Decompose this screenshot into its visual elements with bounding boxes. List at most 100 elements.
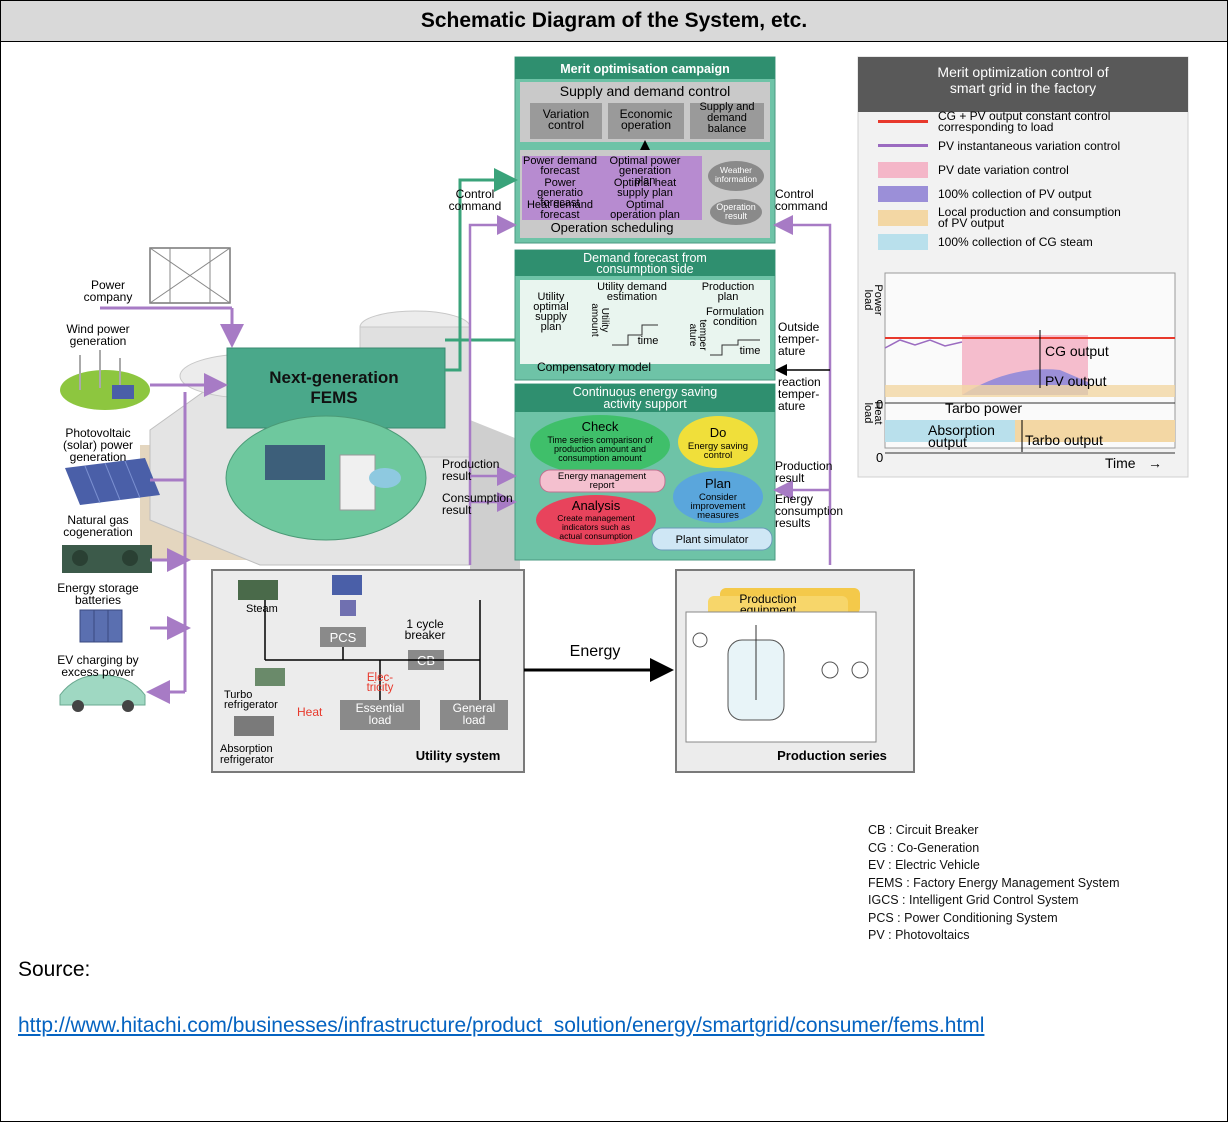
cogeneration-icon — [62, 545, 152, 573]
legend-swatch — [878, 234, 928, 250]
source-connectors — [100, 306, 244, 704]
legend-item: PV instantaneous variation control — [878, 139, 1120, 153]
ev-car-icon — [59, 674, 146, 712]
util-amt-label: Utilityamount — [589, 303, 610, 337]
power-tower-icon — [149, 247, 231, 304]
zero1-label: 0 — [876, 397, 883, 412]
temper-label: temperature — [687, 319, 708, 351]
svg-text:→: → — [1148, 455, 1162, 471]
plant-simulator: Plant simulator — [676, 534, 749, 546]
legend-swatch — [878, 210, 928, 226]
steam-label: Steam — [246, 603, 278, 615]
fems-box — [226, 347, 446, 429]
legend-item: 100% collection of CG steam — [878, 234, 1093, 250]
legend-label: PV date variation control — [938, 163, 1069, 177]
tarbo-power-label: Tarbo power — [945, 400, 1022, 416]
legend-swatch — [878, 120, 928, 123]
zero2-label: 0 — [876, 450, 883, 465]
abbreviation-item: PCS : Power Conditioning System — [868, 910, 1058, 925]
compensatory-model: Compensatory model — [537, 360, 651, 374]
merit-header: Merit optimisation campaign — [560, 62, 729, 76]
abbreviation-item: EV : Electric Vehicle — [868, 858, 980, 872]
time1-label: time — [638, 335, 659, 347]
legend-swatch — [878, 186, 928, 202]
abbreviation-item: FEMS : Factory Energy Management System — [868, 875, 1120, 890]
check-title-label: Check — [582, 419, 619, 434]
legend-swatch — [878, 162, 928, 178]
heat-label: Heat — [297, 705, 323, 719]
analysis-title-label: Analysis — [572, 498, 621, 513]
battery-icon — [79, 609, 123, 643]
pv-output-label: PV output — [1045, 373, 1107, 389]
source-label: Source: — [18, 958, 91, 981]
time-axis-label: Time — [1105, 455, 1136, 471]
power-load-label: Powerload — [862, 284, 884, 316]
abbreviation-item: CB : Circuit Breaker — [868, 823, 979, 837]
wind-turbine-icon — [60, 350, 150, 410]
page-title: Schematic Diagram of the System, etc. — [1, 1, 1227, 42]
production-series-title: Production series — [777, 748, 887, 763]
pcs-label: PCS — [330, 630, 357, 645]
abbreviation-item: PV : Photovoltaics — [868, 928, 970, 942]
time2-label: time — [740, 345, 761, 357]
source-link[interactable]: http://www.hitachi.com/businesses/infras… — [18, 1014, 985, 1037]
do-title-label: Do — [710, 425, 727, 440]
legend-item: 100% collection of PV output — [878, 186, 1092, 202]
solar-panel-icon — [65, 458, 160, 505]
electricity-label: Elec-tricity — [367, 672, 394, 694]
abbreviation-item: IGCS : Intelligent Grid Control System — [868, 893, 1079, 907]
heat-load-label: Heatload — [862, 401, 884, 424]
legend-label: PV instantaneous variation control — [938, 139, 1120, 153]
energy-label: Energy — [570, 643, 621, 660]
legend-label: 100% collection of CG steam — [938, 235, 1093, 249]
legend-item: PV date variation control — [878, 162, 1069, 178]
plan-title-label: Plan — [705, 476, 731, 491]
merit-panel: Merit optimisation campaign Supply and d… — [514, 56, 776, 244]
